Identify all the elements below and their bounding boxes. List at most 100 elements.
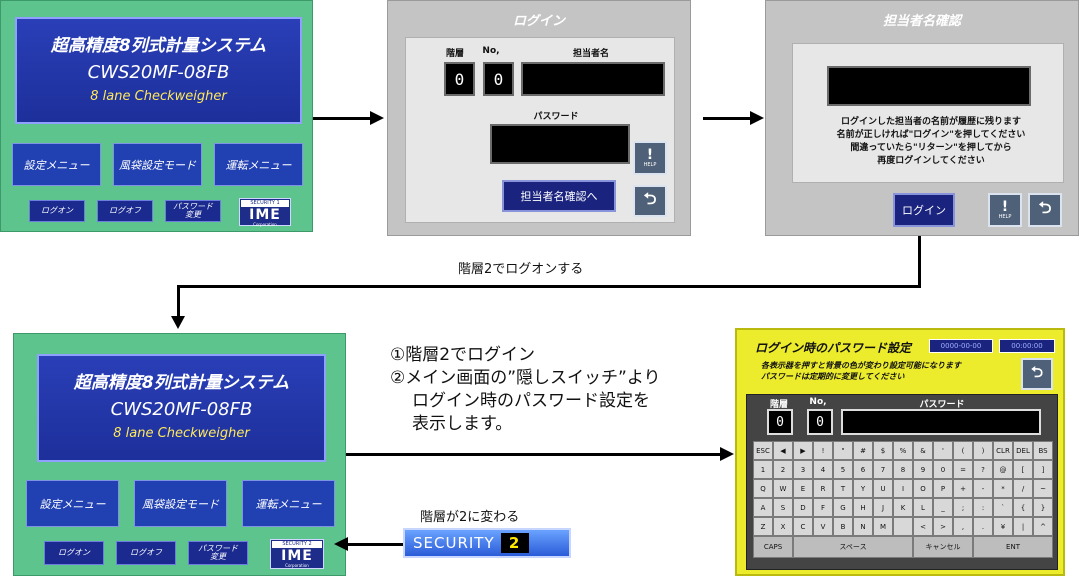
key[interactable]: ): [973, 441, 993, 460]
key[interactable]: M: [873, 517, 893, 536]
key[interactable]: 0: [933, 460, 953, 479]
key[interactable]: A: [753, 498, 773, 517]
key[interactable]: [: [1013, 460, 1033, 479]
key[interactable]: D: [793, 498, 813, 517]
pw-password-field[interactable]: [841, 409, 1041, 435]
key[interactable]: $: [873, 441, 893, 460]
key[interactable]: Z: [753, 517, 773, 536]
key[interactable]: O: [913, 479, 933, 498]
key[interactable]: -: [973, 479, 993, 498]
key[interactable]: V: [813, 517, 833, 536]
key[interactable]: +: [953, 479, 973, 498]
settings-menu-button[interactable]: 設定メニュー: [12, 143, 101, 186]
person-name-field[interactable]: [521, 62, 665, 96]
pw-return-button[interactable]: ⮌: [1021, 358, 1053, 390]
key[interactable]: &: [913, 441, 933, 460]
key[interactable]: C: [793, 517, 813, 536]
return-button[interactable]: ⮌: [633, 185, 667, 217]
key[interactable]: 4: [813, 460, 833, 479]
confirm-return-button[interactable]: ⮌: [1028, 193, 1062, 227]
key[interactable]: J: [873, 498, 893, 517]
operation-menu-button[interactable]: 運転メニュー: [214, 143, 303, 186]
key[interactable]: DEL: [1013, 441, 1033, 460]
key[interactable]: 3: [793, 460, 813, 479]
key[interactable]: T: [833, 479, 853, 498]
no-field[interactable]: 0: [483, 62, 514, 96]
key[interactable]: P: [933, 479, 953, 498]
key[interactable]: ]: [1033, 460, 1053, 479]
key[interactable]: ,: [953, 517, 973, 536]
key[interactable]: S: [773, 498, 793, 517]
key[interactable]: Y: [853, 479, 873, 498]
key[interactable]: ": [833, 441, 853, 460]
key[interactable]: W: [773, 479, 793, 498]
logon-button-2[interactable]: ログオン: [44, 541, 104, 565]
key[interactable]: ¥: [993, 517, 1013, 536]
key[interactable]: 2: [773, 460, 793, 479]
key[interactable]: ◀: [773, 441, 793, 460]
key[interactable]: {: [1013, 498, 1033, 517]
key[interactable]: [893, 517, 913, 536]
key[interactable]: I: [893, 479, 913, 498]
key[interactable]: `: [993, 498, 1013, 517]
key[interactable]: B: [833, 517, 853, 536]
pw-level-field[interactable]: 0: [767, 409, 793, 435]
password-change-button[interactable]: パスワード 変更: [165, 200, 221, 222]
key-bottom[interactable]: スペース: [793, 536, 913, 558]
operation-menu-button-2[interactable]: 運転メニュー: [242, 480, 335, 527]
key[interactable]: ^: [1033, 517, 1053, 536]
logoff-button[interactable]: ログオフ: [97, 200, 153, 222]
key[interactable]: 6: [853, 460, 873, 479]
key[interactable]: E: [793, 479, 813, 498]
key[interactable]: @: [993, 460, 1013, 479]
tare-mode-button-2[interactable]: 風袋設定モード: [134, 480, 227, 527]
key[interactable]: ▶: [793, 441, 813, 460]
pw-no-field[interactable]: 0: [807, 409, 833, 435]
level-field[interactable]: 0: [444, 62, 475, 96]
key[interactable]: =: [953, 460, 973, 479]
key[interactable]: >: [933, 517, 953, 536]
password-change-button-2[interactable]: パスワード 変更: [188, 541, 248, 565]
help-button[interactable]: ! HELP: [633, 141, 667, 175]
key[interactable]: BS: [1033, 441, 1053, 460]
logon-button[interactable]: ログオン: [29, 200, 85, 222]
key-bottom[interactable]: キャンセル: [913, 536, 973, 558]
key-bottom[interactable]: ENT: [973, 536, 1053, 558]
tare-mode-button[interactable]: 風袋設定モード: [113, 143, 202, 186]
key[interactable]: N: [853, 517, 873, 536]
key[interactable]: .: [973, 517, 993, 536]
key[interactable]: !: [813, 441, 833, 460]
key[interactable]: CLR: [993, 441, 1013, 460]
key[interactable]: 5: [833, 460, 853, 479]
key[interactable]: H: [853, 498, 873, 517]
confirm-help-button[interactable]: ! HELP: [988, 193, 1022, 227]
key-bottom[interactable]: CAPS: [753, 536, 793, 558]
key[interactable]: F: [813, 498, 833, 517]
key[interactable]: 8: [893, 460, 913, 479]
key[interactable]: ': [933, 441, 953, 460]
key[interactable]: }: [1033, 498, 1053, 517]
key[interactable]: #: [853, 441, 873, 460]
key[interactable]: 1: [753, 460, 773, 479]
key[interactable]: :: [973, 498, 993, 517]
key[interactable]: K: [893, 498, 913, 517]
key[interactable]: L: [913, 498, 933, 517]
key[interactable]: %: [893, 441, 913, 460]
key[interactable]: <: [913, 517, 933, 536]
person-confirm-button[interactable]: 担当者名確認へ: [502, 180, 616, 212]
key[interactable]: X: [773, 517, 793, 536]
key[interactable]: U: [873, 479, 893, 498]
key[interactable]: Q: [753, 479, 773, 498]
key[interactable]: ;: [953, 498, 973, 517]
key[interactable]: R: [813, 479, 833, 498]
key[interactable]: ESC: [753, 441, 773, 460]
key[interactable]: 9: [913, 460, 933, 479]
key[interactable]: ~: [1033, 479, 1053, 498]
key[interactable]: _: [933, 498, 953, 517]
confirm-login-button[interactable]: ログイン: [893, 193, 955, 227]
key[interactable]: (: [953, 441, 973, 460]
key[interactable]: /: [1013, 479, 1033, 498]
key[interactable]: G: [833, 498, 853, 517]
key[interactable]: ?: [973, 460, 993, 479]
logoff-button-2[interactable]: ログオフ: [116, 541, 176, 565]
